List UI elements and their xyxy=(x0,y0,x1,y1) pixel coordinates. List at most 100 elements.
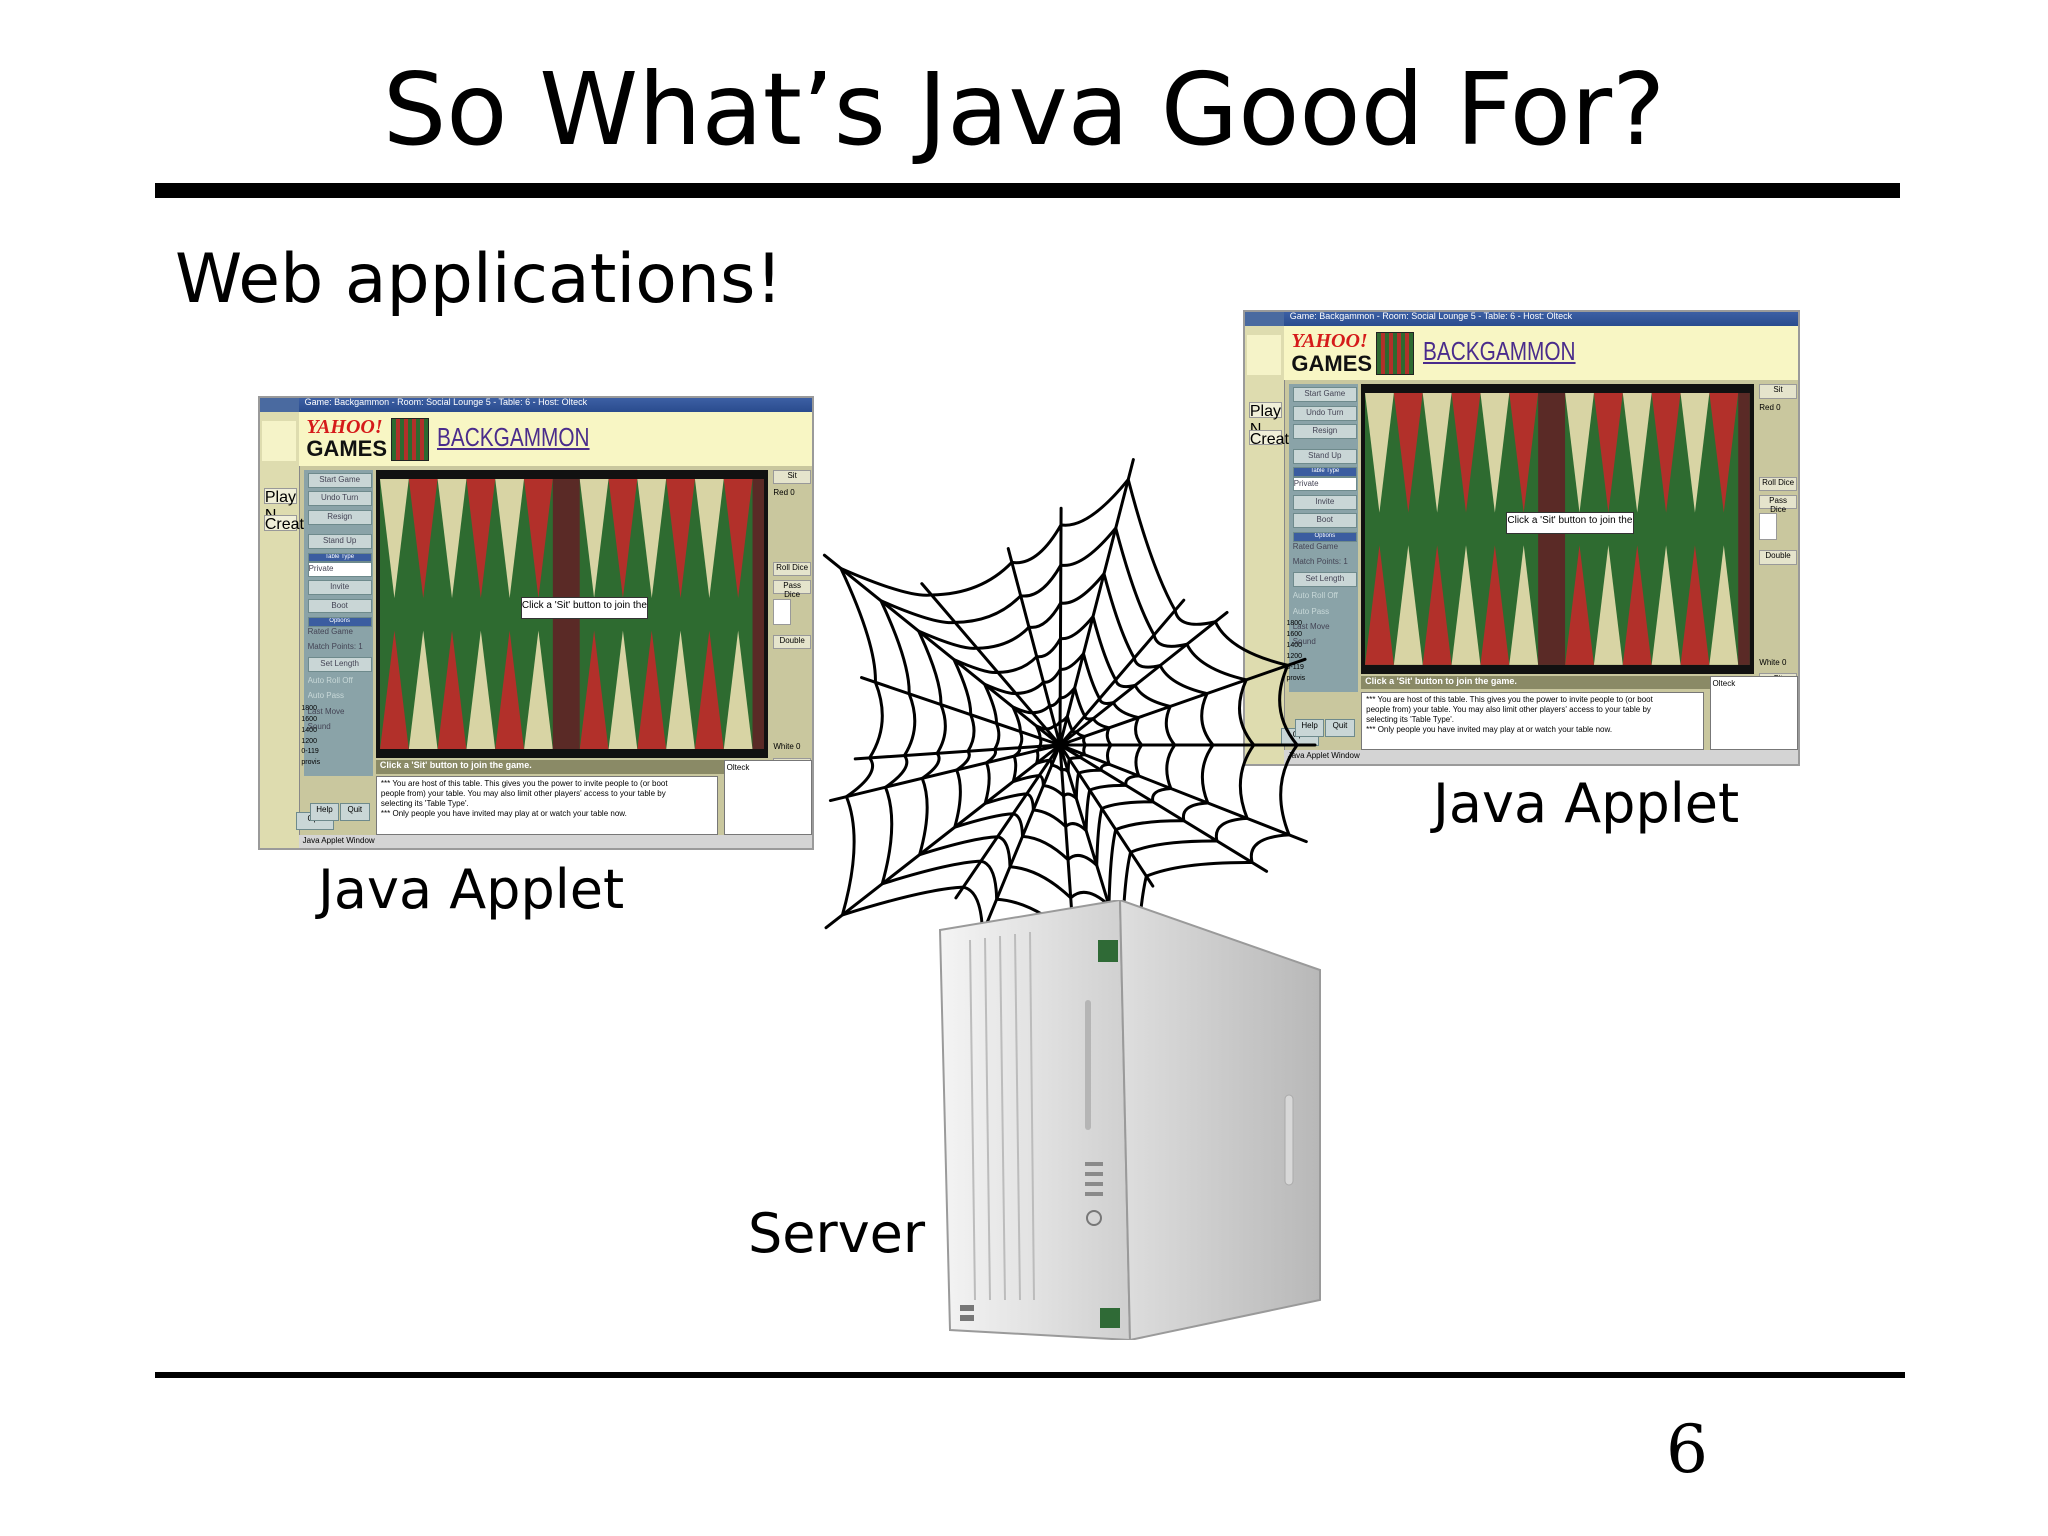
die-left xyxy=(1759,513,1777,540)
web-spoke xyxy=(1058,506,1063,747)
window-title: Game: Backgammon - Room: Social Lounge 5… xyxy=(298,398,812,412)
sound-checkbox[interactable]: Sound xyxy=(1292,637,1316,647)
board-point xyxy=(408,478,438,598)
set-length-button[interactable]: Set Length xyxy=(307,656,372,672)
pass-dice-button[interactable]: Pass Dice xyxy=(1759,494,1797,514)
rating-item: 1400 xyxy=(1286,642,1303,650)
control-panel: Start Game Undo Turn Resign Stand Up Tab… xyxy=(304,470,374,776)
board-point xyxy=(1365,545,1394,665)
resign-button[interactable]: Resign xyxy=(1292,424,1357,440)
footer-rule xyxy=(155,1372,1905,1378)
last-move-checkbox[interactable]: Last Move xyxy=(307,706,345,716)
board-point xyxy=(495,630,524,750)
invite-button[interactable]: Invite xyxy=(307,580,372,595)
server-tower-icon xyxy=(938,900,1321,1340)
invite-button[interactable]: Invite xyxy=(1292,494,1357,510)
board-point xyxy=(579,478,609,598)
user-list[interactable]: Olteck xyxy=(1709,675,1798,751)
start-game-button[interactable]: Start Game xyxy=(1292,387,1357,403)
game-banner: YAHOO! GAMES BACKGAMMON xyxy=(298,411,812,466)
resign-button[interactable]: Resign xyxy=(307,509,372,525)
board-point xyxy=(1393,392,1423,513)
page-number: 6 xyxy=(1666,1411,1708,1488)
quit-button[interactable]: Quit xyxy=(340,803,370,821)
games-logo: GAMES xyxy=(306,436,387,462)
board-tray xyxy=(1738,392,1750,665)
backgammon-board: Click a 'Sit' button to join the game. xyxy=(1361,384,1754,674)
table-type-select[interactable]: Private xyxy=(307,561,372,577)
web-spoke xyxy=(954,743,1062,900)
board-point xyxy=(723,630,753,750)
boot-button[interactable]: Boot xyxy=(307,598,372,614)
stand-up-button[interactable]: Stand Up xyxy=(1292,448,1357,464)
help-button[interactable]: Help xyxy=(1294,718,1325,737)
board-point xyxy=(1480,545,1510,665)
undo-turn-button[interactable]: Undo Turn xyxy=(1292,405,1357,421)
red-score: Red 0 xyxy=(1759,402,1781,412)
rated-game-checkbox[interactable]: Rated Game xyxy=(307,627,353,637)
undo-turn-button[interactable]: Undo Turn xyxy=(307,491,372,507)
web-ring xyxy=(950,613,1176,869)
start-game-button[interactable]: Start Game xyxy=(307,473,372,488)
board-point xyxy=(665,478,695,598)
quit-button[interactable]: Quit xyxy=(1325,718,1355,737)
auto-roll-off-checkbox[interactable]: Auto Roll Off xyxy=(1292,591,1338,601)
user-name[interactable]: Olteck xyxy=(1712,678,1736,688)
score-panel: Sit Red 0 Roll Dice Pass Dice Double Whi… xyxy=(1759,384,1798,691)
auto-roll-off-checkbox[interactable]: Auto Roll Off xyxy=(307,676,353,686)
chat-line: selecting its 'Table Type'. xyxy=(1366,714,1454,724)
rated-game-checkbox[interactable]: Rated Game xyxy=(1292,542,1339,552)
help-button[interactable]: Help xyxy=(309,803,340,821)
board-point xyxy=(608,630,638,750)
roll-dice-button[interactable]: Roll Dice xyxy=(773,561,811,577)
set-length-button[interactable]: Set Length xyxy=(1292,571,1357,587)
board-point xyxy=(694,478,724,598)
chat-line: selecting its 'Table Type'. xyxy=(380,799,469,808)
double-button[interactable]: Double xyxy=(773,635,811,650)
sound-checkbox[interactable]: Sound xyxy=(307,721,331,731)
roll-dice-button[interactable]: Roll Dice xyxy=(1759,476,1797,491)
last-move-checkbox[interactable]: Last Move xyxy=(1292,621,1330,631)
window-title: Game: Backgammon - Room: Social Lounge 5… xyxy=(1283,312,1798,326)
auto-pass-checkbox[interactable]: Auto Pass xyxy=(1292,606,1330,616)
boot-button[interactable]: Boot xyxy=(1292,513,1357,529)
stand-up-button[interactable]: Stand Up xyxy=(307,534,372,550)
board-point xyxy=(665,630,695,750)
create-table-button[interactable]: Create xyxy=(263,515,313,533)
user-name[interactable]: Olteck xyxy=(726,763,750,773)
board-point xyxy=(1709,545,1739,665)
web-spoke xyxy=(975,743,1062,950)
chat-line: *** Only people you have invited may pla… xyxy=(380,809,627,818)
caption-applet-left: Java Applet xyxy=(318,858,625,921)
board-point xyxy=(1709,392,1739,513)
yahoo-logo: YAHOO! xyxy=(1291,329,1368,352)
board-point xyxy=(1451,545,1481,665)
web-spoke xyxy=(1058,458,1135,747)
user-list[interactable]: Olteck xyxy=(723,760,812,835)
web-spoke xyxy=(1058,657,1307,747)
web-spoke xyxy=(1006,547,1062,747)
board-point xyxy=(1509,545,1539,665)
background-window: Play N Create xyxy=(260,398,313,848)
board-point xyxy=(379,478,409,598)
board-point xyxy=(1680,392,1710,513)
play-now-button[interactable]: Play N xyxy=(263,488,297,524)
rating-item: 1800 xyxy=(301,705,317,712)
sit-red-button[interactable]: Sit xyxy=(773,470,811,485)
background-window: Play N Create xyxy=(1245,312,1298,764)
table-type-select[interactable]: Private xyxy=(1292,476,1357,492)
games-logo: GAMES xyxy=(1291,350,1373,376)
web-spoke xyxy=(828,743,1062,803)
table-type-label: Table Type xyxy=(1292,467,1357,477)
slide-title: So What’s Java Good For? xyxy=(382,51,1666,168)
pass-dice-button[interactable]: Pass Dice xyxy=(773,580,811,599)
auto-pass-checkbox[interactable]: Auto Pass xyxy=(307,691,345,701)
board-point xyxy=(1593,392,1623,513)
board-message: Click a 'Sit' button to join the game. xyxy=(1506,511,1635,534)
double-button[interactable]: Double xyxy=(1759,550,1797,565)
chat-line: *** You are host of this table. This giv… xyxy=(1366,694,1653,704)
sit-red-button[interactable]: Sit xyxy=(1759,384,1797,399)
board-point xyxy=(466,478,496,598)
board-point xyxy=(1565,545,1594,665)
